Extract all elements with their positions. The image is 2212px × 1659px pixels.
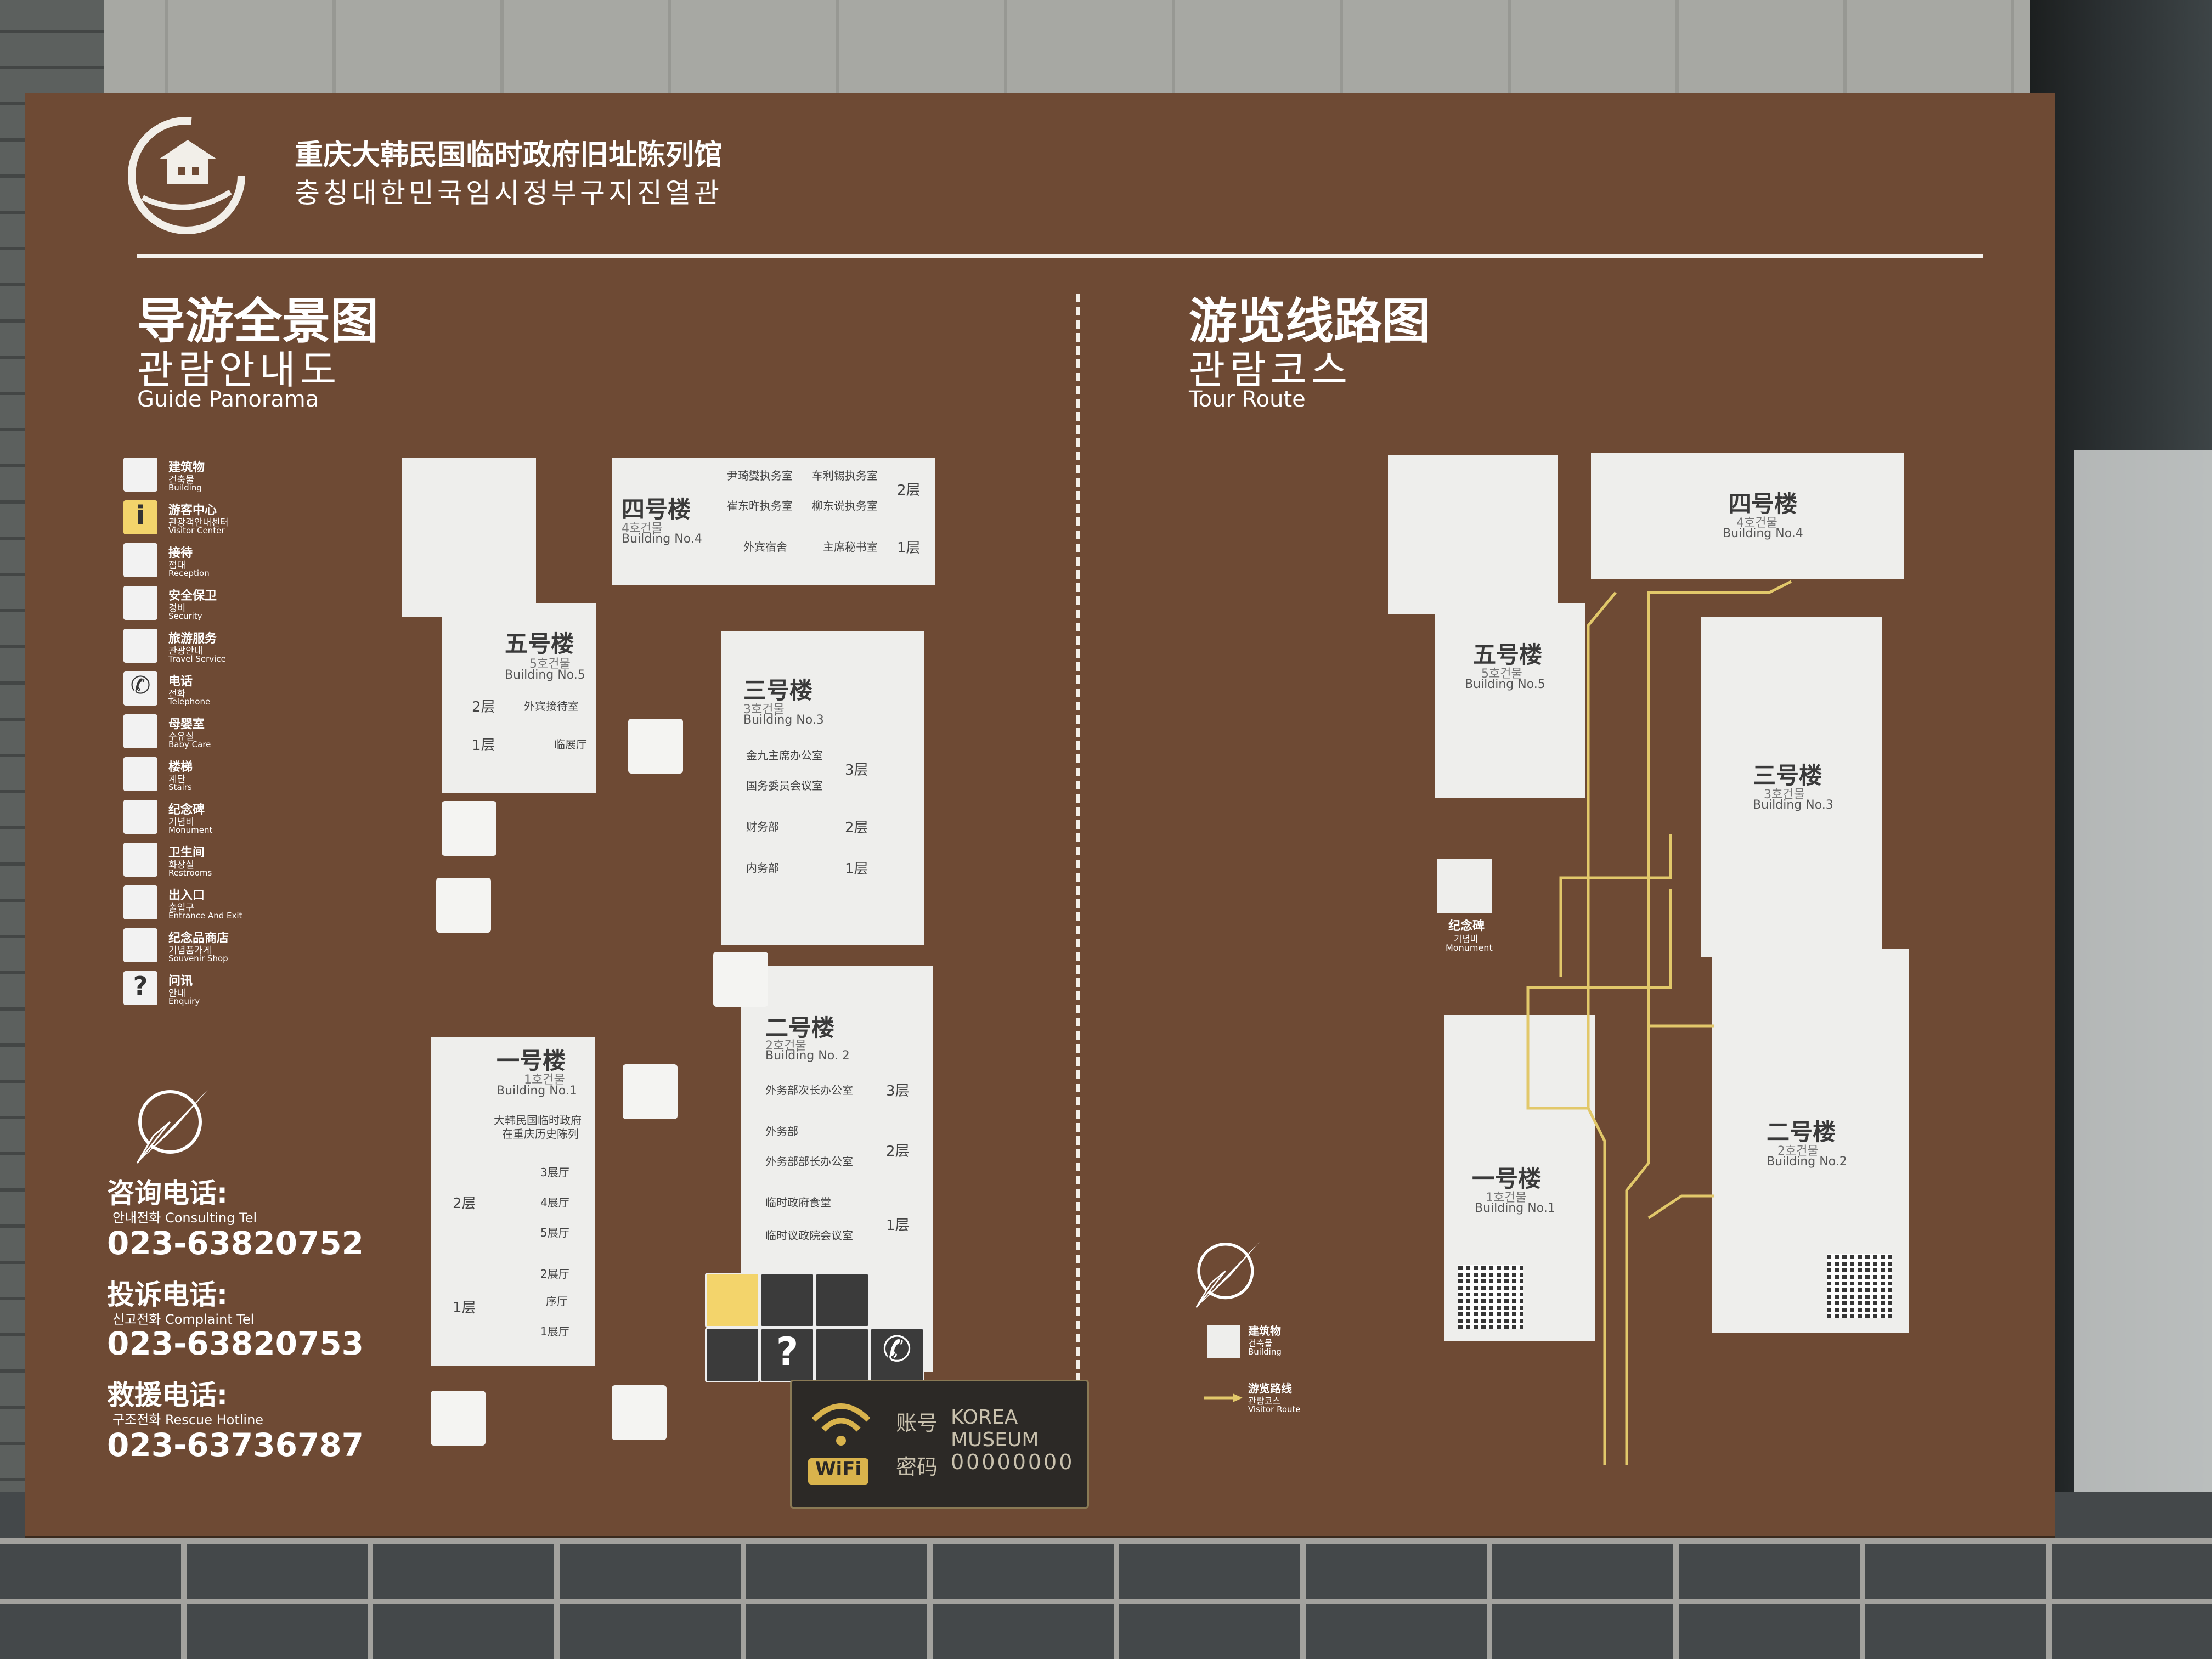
qr-code (1827, 1254, 1892, 1318)
route-building-5: 五号楼 5호건물 Building No.5 (1435, 603, 1585, 798)
museum-logo-icon (128, 117, 245, 234)
info-icon: i (123, 500, 157, 534)
route-monument-zh: 纪念碑 (1448, 919, 1485, 933)
complaint-tel-label: 投诉电话: (107, 1279, 228, 1311)
wifi-account: KOREA MUSEUM (951, 1406, 1039, 1451)
route-building-5-upper (1388, 455, 1558, 614)
reception-icon (760, 1273, 815, 1328)
consulting-tel-label: 咨询电话: (107, 1177, 228, 1209)
center-dashed-divider (1076, 294, 1080, 1500)
header-divider (137, 254, 1983, 258)
stairs-icon (123, 757, 157, 791)
right-title-en: Tour Route (1189, 387, 1306, 412)
left-title-en: Guide Panorama (137, 387, 319, 412)
souvenir-shop-icon (713, 952, 768, 1007)
route-legend-building-icon (1207, 1325, 1240, 1358)
qr-code (1458, 1265, 1523, 1329)
visitor-route (1526, 580, 1792, 1465)
guide-icon (123, 629, 157, 663)
wifi-password-label: 密码 (896, 1455, 938, 1479)
building-icon (123, 458, 157, 492)
route-legend-building-en: Building (1248, 1347, 1282, 1357)
guide-icon (815, 1273, 870, 1328)
route-monument-en: Monument (1446, 943, 1493, 953)
baby-care-icon (123, 714, 157, 748)
stairs-icon (628, 719, 683, 774)
travel-service-icon (705, 1328, 760, 1383)
wifi-icon (811, 1403, 871, 1446)
route-legend-building-ko: 건축물 (1248, 1338, 1273, 1348)
glass-panel (2074, 450, 2212, 1492)
building-1: 一号楼 1호건물 Building No.1 大韩民国临时政府 在重庆历史陈列 … (431, 1037, 595, 1366)
question-icon: ? (123, 971, 157, 1005)
left-title-zh: 导游全景图 (137, 293, 379, 349)
building-4: 四号楼 4호건물 Building No.4 尹琦燮执务室 车利锡执务室 崔东旿… (612, 458, 935, 585)
stairs-icon (623, 1064, 678, 1119)
rescue-tel-label: 救援电话: (107, 1379, 228, 1411)
stone-wall (0, 0, 2212, 110)
monument-icon (123, 800, 157, 834)
wifi-password: 00000000 (951, 1450, 1075, 1474)
building-3: 三号楼 3호건물 Building No.3 金九主席办公室 国务委员会议室 3… (721, 631, 924, 945)
route-building-3: 三号楼 3호건물 Building No.3 (1701, 617, 1882, 957)
complaint-tel-number: 023-63820753 (107, 1325, 364, 1362)
route-building-2: 二号楼 2호건물 Building No.2 (1712, 949, 1909, 1333)
wifi-account-label: 账号 (896, 1411, 938, 1435)
phone-icon: ✆ (123, 672, 157, 706)
route-legend-route-zh: 游览路线 (1248, 1382, 1292, 1395)
guide-board: 重庆大韩民国临时政府旧址陈列馆 충칭대한민국임시정부구지진열관 导游全景图 관람… (25, 93, 2055, 1536)
question-icon: ? (760, 1328, 815, 1383)
rescue-tel-sub: 구조전화 Rescue Hotline (112, 1412, 264, 1427)
route-monument (1437, 859, 1492, 913)
route-legend-route-ko: 관람코스 (1248, 1396, 1280, 1406)
consulting-tel-number: 023-63820752 (107, 1224, 364, 1262)
exit-icon (123, 885, 157, 919)
building-5-upper (402, 458, 536, 617)
compass-icon (136, 1089, 208, 1164)
baby-care-icon (442, 801, 496, 856)
building-5: 五号楼 5호건물 Building No.5 2层 外宾接待室 1层 临展厅 (442, 603, 596, 793)
route-legend-building-zh: 建筑物 (1248, 1324, 1281, 1338)
rescue-tel-number: 023-63736787 (107, 1426, 364, 1464)
restroom-icon (431, 1391, 486, 1446)
header-title-ko: 충칭대한민국임시정부구지진열관 (295, 177, 723, 209)
reception-icon (123, 543, 157, 577)
exit-icon (612, 1385, 667, 1440)
compass-icon (1195, 1242, 1260, 1308)
shop-icon (123, 928, 157, 962)
right-title-zh: 游览线路图 (1189, 293, 1431, 349)
security-icon (123, 586, 157, 620)
monument-icon (436, 878, 491, 933)
right-title-ko: 관람코스 (1189, 347, 1352, 393)
phone-icon: ✆ (870, 1328, 924, 1383)
wifi-badge: WiFi (808, 1458, 868, 1485)
info-icon (705, 1273, 760, 1328)
wifi-plate: WiFi 账号 KOREA MUSEUM 密码 00000000 (790, 1380, 1089, 1509)
security-icon (815, 1328, 870, 1383)
route-building-4: 四号楼 4호건물 Building No.4 (1591, 453, 1904, 579)
route-monument-ko: 기념비 (1454, 934, 1479, 944)
left-title-ko: 관람안내도 (137, 347, 341, 393)
route-legend-line-icon (1204, 1393, 1243, 1402)
complaint-tel-sub: 신고전화 Complaint Tel (112, 1312, 255, 1327)
route-legend-route-en: Visitor Route (1248, 1404, 1301, 1414)
route-building-1: 一号楼 1호건물 Building No.1 (1444, 1015, 1595, 1341)
restroom-icon (123, 843, 157, 877)
header-title-zh: 重庆大韩民国临时政府旧址陈列馆 (295, 139, 723, 172)
consulting-tel-sub: 안내전화 Consulting Tel (112, 1210, 257, 1226)
